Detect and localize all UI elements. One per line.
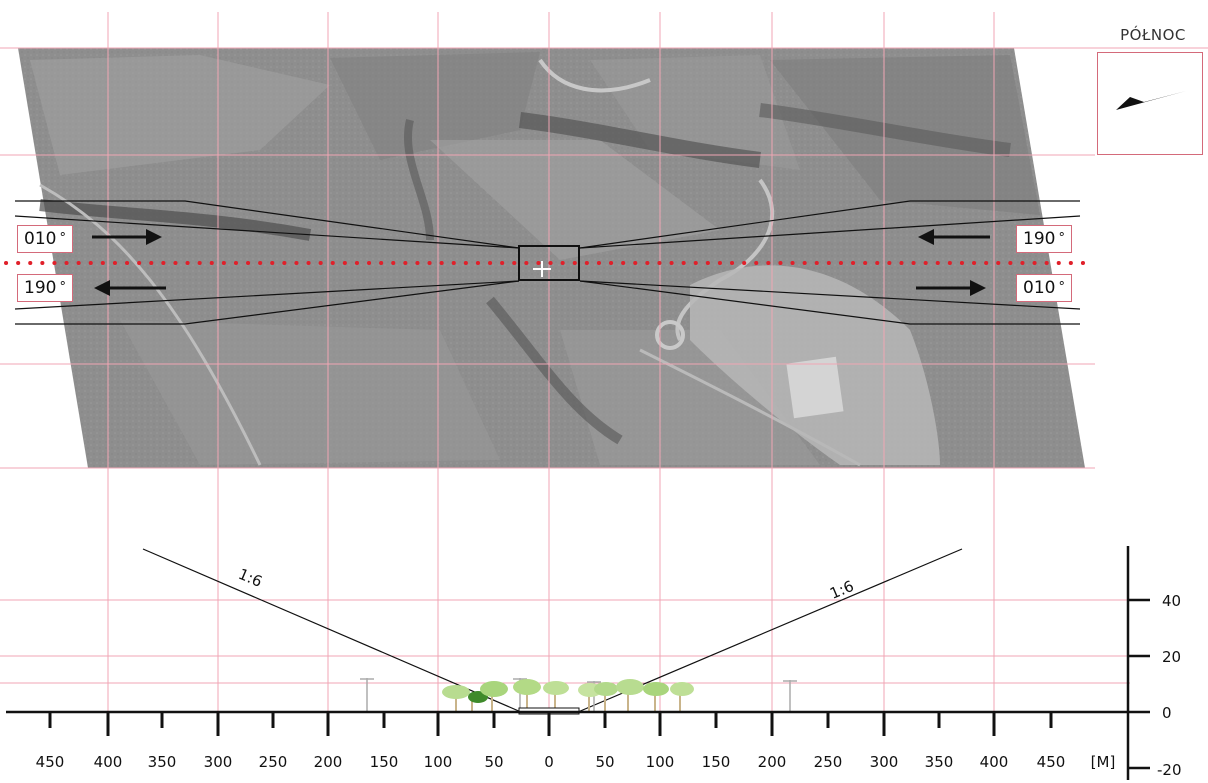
x-tick-label: 350 (925, 753, 954, 771)
heading-label-left-top: 010° (17, 225, 73, 253)
tree-obstacles (442, 679, 694, 712)
x-axis-ticks (48, 712, 1053, 736)
slope-label-right: 1:6 (827, 577, 856, 603)
x-tick-label: 300 (204, 753, 233, 771)
aircraft-icon (533, 261, 551, 277)
degree-symbol: ° (59, 231, 66, 246)
north-indicator-box (1097, 52, 1203, 155)
heading-label-right-top: 190° (1016, 225, 1072, 253)
x-tick-label: 450 (1037, 753, 1066, 771)
x-tick-label: 400 (980, 753, 1009, 771)
heading-label-left-bottom: 190° (17, 274, 73, 302)
x-tick-label: 50 (484, 753, 503, 771)
x-tick-label: 250 (814, 753, 843, 771)
y-tick-label: -20 (1157, 761, 1182, 779)
y-tick-label: 20 (1162, 648, 1181, 666)
x-tick-label: 350 (148, 753, 177, 771)
x-tick-label: 150 (702, 753, 731, 771)
x-tick-label: 100 (646, 753, 675, 771)
x-tick-label: 150 (370, 753, 399, 771)
y-axis-ticks (1128, 598, 1150, 770)
x-tick-label: 100 (424, 753, 453, 771)
heading-value: 190 (1023, 229, 1056, 249)
degree-symbol: ° (1058, 280, 1065, 295)
arrow-left-icon (918, 229, 990, 245)
approach-surface-lines (14, 200, 1081, 325)
north-label: PÓŁNOC (1120, 26, 1186, 44)
arrow-left-icon (94, 280, 166, 296)
x-tick-label: 450 (36, 753, 65, 771)
y-tick-label: 0 (1162, 704, 1172, 722)
arrow-right-icon (92, 229, 162, 245)
y-tick-label: 40 (1162, 592, 1181, 610)
x-tick-label: 0 (544, 753, 554, 771)
runway-rectangle (518, 245, 580, 281)
aerial-photo (18, 48, 1085, 468)
x-axis-labels: 450 400 350 300 250 200 150 100 50 0 50 … (36, 753, 1116, 771)
degree-symbol: ° (1058, 231, 1065, 246)
heading-value: 010 (24, 229, 57, 249)
heading-value: 190 (24, 278, 57, 298)
slope-label-left: 1:6 (236, 565, 265, 591)
heading-value: 010 (1023, 278, 1056, 298)
y-axis-labels: 40 20 0 -20 (1157, 592, 1182, 779)
x-tick-label: 300 (870, 753, 899, 771)
x-tick-label: 200 (314, 753, 343, 771)
heading-label-right-bottom: 010° (1016, 274, 1072, 302)
reference-grid (0, 12, 1208, 712)
x-tick-label: 400 (94, 753, 123, 771)
x-tick-label: 200 (758, 753, 787, 771)
x-tick-label: 50 (595, 753, 614, 771)
x-axis-unit: [M] (1091, 753, 1116, 771)
x-tick-label: 250 (259, 753, 288, 771)
degree-symbol: ° (59, 280, 66, 295)
arrow-right-icon (916, 280, 986, 296)
